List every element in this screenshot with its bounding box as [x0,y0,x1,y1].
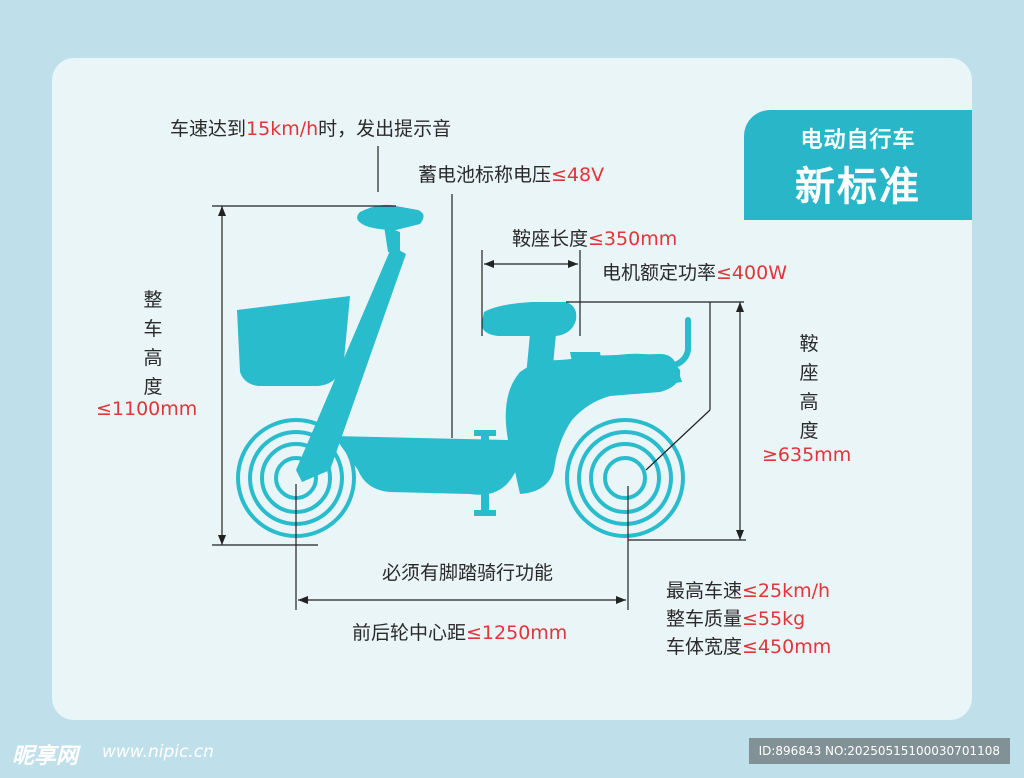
battery-label: 蓄电池标称电压≤48V [418,164,604,186]
total-height-char: 整 [143,289,163,311]
speed-alert-suffix: 时，发出提示音 [318,118,452,140]
max-speed-label: 最高车速≤25km/h [666,580,830,602]
battery-text: 蓄电池标称电压 [418,164,552,186]
max-speed-value: ≤25km/h [742,580,831,602]
saddle-height-char: 鞍 [799,333,819,355]
dimension-arrows [218,206,744,604]
total-height-char: 车 [143,318,163,340]
mass-value: ≤55kg [742,608,806,630]
max-speed-text: 最高车速 [666,580,743,602]
saddle-height-chars: 鞍 座 高 度 [794,330,824,446]
total-height-chars: 整 车 高 度 [138,286,168,402]
saddle-length-text: 鞍座长度 [512,228,589,250]
saddle-height-char: 高 [799,391,819,413]
speed-alert-label: 车速达到15km/h时，发出提示音 [170,118,451,140]
watermark-logo: 昵享网 [12,744,79,769]
battery-value: ≤48V [551,164,605,186]
badge-title: 新标准 [795,164,921,210]
watermark-url: www.nipic.cn [102,742,214,762]
saddle-height-value: ≥635mm [762,444,852,466]
width-label: 车体宽度≤450mm [666,636,831,658]
image-id-badge: ID:896843 NO:20250515100030701108 [748,738,1010,764]
saddle-length-value: ≤350mm [588,228,678,250]
saddle-height-char: 座 [799,362,819,384]
saddle-height-char: 度 [799,420,819,442]
dimension-lines [212,146,746,610]
total-height-char: 高 [143,347,163,369]
badge-subtitle: 电动自行车 [800,128,916,153]
pedal-requirement-label: 必须有脚踏骑行功能 [382,562,554,584]
width-value: ≤450mm [742,636,832,658]
speed-alert-text: 车速达到 [170,118,247,140]
motor-power-text: 电机额定功率 [602,262,717,284]
front-wheel [565,418,685,538]
pedal [474,430,496,516]
speed-alert-value: 15km/h [246,118,319,140]
wheelbase-label: 前后轮中心距≤1250mm [352,622,567,644]
standard-badge: 电动自行车 新标准 [744,110,972,220]
motor-power-label: 电机额定功率≤400W [602,262,787,284]
saddle-length-label: 鞍座长度≤350mm [512,228,677,250]
motor-power-value: ≤400W [716,262,787,284]
rear-rack-handle [669,317,691,369]
width-text: 车体宽度 [666,636,743,658]
total-height-value: ≤1100mm [96,398,198,420]
bike-body [237,204,682,495]
mass-label: 整车质量≤55kg [666,608,805,630]
wheelbase-value: ≤1250mm [466,622,568,644]
wheelbase-text: 前后轮中心距 [352,622,467,644]
total-height-char: 度 [143,376,163,398]
mass-text: 整车质量 [666,608,743,630]
